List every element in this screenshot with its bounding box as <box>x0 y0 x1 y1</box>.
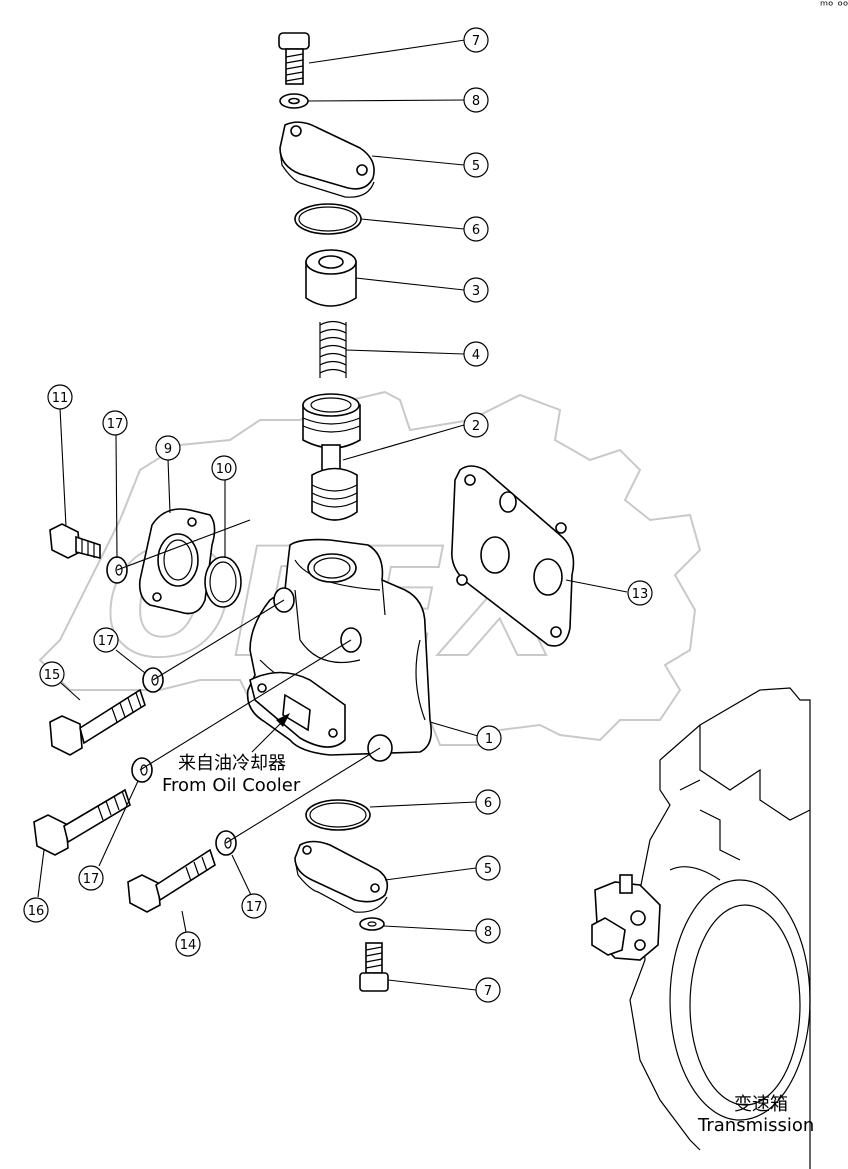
callout-10: 10 <box>211 455 237 481</box>
callout-6-top: 6 <box>463 216 489 242</box>
callouts: 7 8 5 6 3 4 2 13 1 6 5 8 7 11 17 9 10 17… <box>23 27 653 1003</box>
valve-spool-part-2 <box>302 393 361 521</box>
callout-1: 1 <box>476 725 502 751</box>
callout-7-bottom: 7 <box>475 977 501 1003</box>
spring-part-4 <box>319 320 347 378</box>
svg-text:1: 1 <box>485 732 493 747</box>
callout-11: 11 <box>47 384 73 410</box>
svg-text:3: 3 <box>472 284 480 299</box>
svg-text:16: 16 <box>28 904 45 919</box>
callout-5-bottom: 5 <box>475 855 501 881</box>
watermark-gear-outline <box>38 390 702 747</box>
callout-4: 4 <box>463 341 489 367</box>
from-oil-cooler-label-cn: 来自油冷却器 <box>178 753 286 774</box>
callout-17-a: 17 <box>102 410 128 436</box>
svg-text:2: 2 <box>472 419 480 434</box>
callout-9: 9 <box>155 435 181 461</box>
lock-washer-part-17-c <box>131 757 153 783</box>
svg-text:8: 8 <box>484 925 492 940</box>
svg-text:10: 10 <box>216 462 233 477</box>
flange-part-9 <box>138 508 216 615</box>
sleeve-part-3 <box>305 249 357 307</box>
svg-text:9: 9 <box>164 442 172 457</box>
callout-5-top: 5 <box>463 152 489 178</box>
lock-washer-part-8-bottom <box>359 917 385 931</box>
svg-text:17: 17 <box>107 417 124 432</box>
callout-16: 16 <box>23 897 49 923</box>
callout-8-bottom: 8 <box>475 918 501 944</box>
svg-text:11: 11 <box>52 391 69 406</box>
callout-6-bottom: 6 <box>475 789 501 815</box>
bolt-part-11 <box>49 523 101 560</box>
transmission-housing <box>629 687 811 1169</box>
callout-17-c: 17 <box>78 865 104 891</box>
bolt-part-16 <box>33 788 131 856</box>
svg-text:17: 17 <box>83 872 100 887</box>
svg-text:5: 5 <box>472 159 480 174</box>
svg-text:14: 14 <box>180 938 197 953</box>
bolt-part-14 <box>127 848 216 913</box>
o-ring-part-6-bottom <box>305 799 371 831</box>
bolt-part-7-top <box>278 32 310 85</box>
callout-17-b: 17 <box>93 627 119 653</box>
cover-plate-part-5-bottom <box>294 840 389 913</box>
svg-text:17: 17 <box>246 900 263 915</box>
callout-14: 14 <box>175 931 201 957</box>
svg-text:17: 17 <box>98 634 115 649</box>
o-ring-part-6-top <box>294 203 362 235</box>
from-oil-cooler-label-en: From Oil Cooler <box>162 775 301 796</box>
corner-mark: ᵐᵒ ᵒᵒᵒ <box>820 0 848 14</box>
transmission-label-en: Transmission <box>697 1115 814 1136</box>
svg-text:7: 7 <box>472 34 480 49</box>
callout-13: 13 <box>627 580 653 606</box>
svg-text:13: 13 <box>632 587 649 602</box>
bolt-part-15 <box>49 688 146 756</box>
callout-3: 3 <box>463 277 489 303</box>
callout-8-top: 8 <box>463 87 489 113</box>
callout-7-top: 7 <box>463 27 489 53</box>
valve-assembly-installed <box>591 874 661 961</box>
lock-washer-part-8-top <box>279 93 309 109</box>
callout-17-d: 17 <box>241 893 267 919</box>
svg-text:5: 5 <box>484 862 492 877</box>
o-ring-part-10 <box>204 556 242 608</box>
callout-2: 2 <box>463 412 489 438</box>
leader-lines <box>37 39 628 991</box>
svg-text:6: 6 <box>472 223 480 238</box>
svg-text:15: 15 <box>44 668 61 683</box>
callout-15: 15 <box>39 661 65 687</box>
svg-text:7: 7 <box>484 984 492 999</box>
inlet-arrow <box>251 713 290 753</box>
transmission-label-cn: 变速箱 <box>734 1094 788 1115</box>
bolt-part-7-bottom <box>359 942 389 992</box>
cover-plate-part-5-top <box>279 121 375 198</box>
svg-text:4: 4 <box>472 348 480 363</box>
gasket-part-13 <box>451 465 575 647</box>
svg-text:6: 6 <box>484 796 492 811</box>
svg-text:8: 8 <box>472 94 480 109</box>
